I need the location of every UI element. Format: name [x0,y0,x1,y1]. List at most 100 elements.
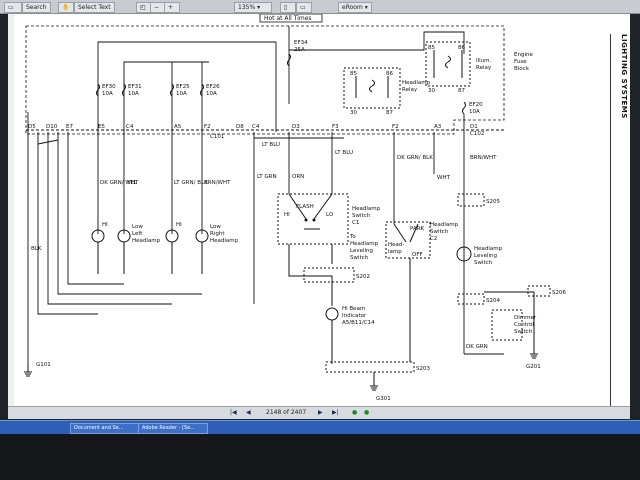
conn-f2: F2 [204,124,211,130]
fuse-ef30-name: EF30 [102,84,116,90]
dimmer-line3: Switch [514,329,533,335]
fit-width-icon[interactable]: ▭ [296,2,312,13]
zoom-in-icon[interactable]: + [164,2,180,13]
lamp-left-lead: HI [102,222,108,228]
wire-brn-wht-2: BRN/WHT [470,155,497,161]
fit-page-icon[interactable]: ▯ [280,2,296,13]
conn-d8: D8 [236,124,244,130]
fuse-ef34-name: EF34 [294,40,308,46]
headlamp-switch-c2 [385,221,431,259]
switch-c2-off: OFF [412,252,423,258]
lamp-left-line3: Headlamp [132,238,161,244]
leveling-line1: Headlamp [474,246,503,252]
hot-label-box [259,14,323,23]
last-page-icon[interactable]: ▶| [332,409,339,416]
select-text-label: Select Text [78,4,111,11]
conn-f3: F3 [332,124,339,130]
switch-to1: To [349,234,356,240]
wire-yel: YEL [126,180,138,186]
monitor-bezel [0,434,640,480]
wire-dk-grn: DK GRN [466,344,488,350]
search-button[interactable]: Search [22,2,51,13]
splice-s206: S206 [552,290,566,296]
go-previous-view-icon[interactable]: ● [352,409,358,416]
fuse-ef26-rating: 10A [206,91,217,97]
lamp-right-line2: Right [210,231,225,237]
select-text-button[interactable]: Select Text [74,2,115,13]
wire-dk-grn-blk: DK GRN/ BLK [397,155,433,161]
splice-s202: S202 [356,274,370,280]
wire-lt-grn-blk: LT GRN/ BLK [174,180,208,186]
next-page-icon[interactable]: ▶ [318,409,323,416]
lamp-left-line1: Low [132,224,143,230]
conn-c101: C101 [210,134,224,140]
switch-c2-lamp: lamp [388,249,402,255]
switch-c1-title2: Switch [352,213,371,219]
conn-a3: A3 [434,124,442,130]
indicator-line1: Hi Beam [342,306,365,312]
page-counter[interactable]: 2148 of 2407 [266,409,307,416]
wire-lt-blu: LT BLU [262,142,280,148]
windows-taskbar: Document and Se... Adobe Reader - [Se... [0,420,640,434]
switch-to2: Headlamp [350,241,379,247]
illum-pin-87: 87 [458,88,465,94]
lamp-right-lead: HI [176,222,182,228]
leveling-switch [456,246,472,262]
conn-f2b: F2 [392,124,399,130]
switch-c1-title3: C1 [352,220,359,226]
relay-pin-85: 85 [350,71,357,77]
leveling-line2: Leveling [474,253,497,259]
print-icon[interactable]: ▭ [4,2,22,13]
pdf-page: Hot at All Times Engine Fuse Block [8,14,630,414]
dimmer-line2: Control [514,322,534,328]
conn-d1: D1 [470,124,478,130]
go-next-view-icon[interactable]: ● [364,409,370,416]
switch-c2-title3: C2 [430,236,437,242]
fuse-ef34-rating: 25A [294,47,305,53]
reader-toolbar: ▭ Search ✋ Select Text ◰ − + 135% ▾ ▯ ▭ … [0,0,640,14]
relay-pin-86: 86 [386,71,393,77]
zoom-select[interactable]: 135% ▾ [234,2,272,13]
search-label: Search [26,4,47,11]
lamp-left-line2: Left [132,231,143,237]
hot-label: Hot at All Times [264,15,312,22]
fuse-ef26-name: EF26 [206,84,220,90]
relay-pin-30: 30 [350,110,357,116]
switch-hi: HI [284,212,290,218]
switch-c2-head: Head- [388,242,404,248]
fuse-ef20-name: EF20 [469,102,483,108]
splice-s205: S205 [486,199,500,205]
fuse-ef30-rating: 10A [102,91,113,97]
headlamp-relay-box [343,67,401,109]
hand-tool-icon[interactable]: ✋ [58,2,74,13]
eroom-button[interactable]: eRoom ▾ [338,2,372,13]
wire-orn: ORN [292,174,304,180]
indicator-line3: A5/B11/C14 [342,320,375,326]
indicator-line2: Indicator [342,313,367,319]
switch-lo: LO [326,212,334,218]
leveling-line3: Switch [474,260,493,266]
headlamp-relay-line2: Relay [402,87,418,93]
illum-pin-30: 30 [428,88,435,94]
first-page-icon[interactable]: |◀ [230,409,237,416]
dimmer-switch [491,309,523,341]
illum-relay-line2: Relay [476,65,492,71]
conn-d3: D3 [292,124,300,130]
prev-page-icon[interactable]: ◀ [246,409,251,416]
dimmer-line1: Dimmer [514,315,537,321]
wire-lt-grn: LT GRN [257,174,277,180]
sidebar-rule [610,34,611,414]
taskbar-item-adobe-reader[interactable]: Adobe Reader - [Se... [138,423,208,434]
splice-s203: S203 [416,366,430,372]
splice-s204: S204 [486,298,500,304]
wire-dk-grn-wht: DK GRN/ WHT [100,180,139,186]
illum-pin-85: 85 [428,45,435,51]
conn-d5: D5 [28,124,36,130]
switch-flash: FLASH [296,204,314,210]
relay-pin-87: 87 [386,110,393,116]
taskbar-item-documents[interactable]: Document and Se... [70,423,140,434]
eroom-label: eRoom [342,4,363,11]
illum-pin-86: 86 [458,45,465,51]
wire-wht: WHT [437,175,451,181]
